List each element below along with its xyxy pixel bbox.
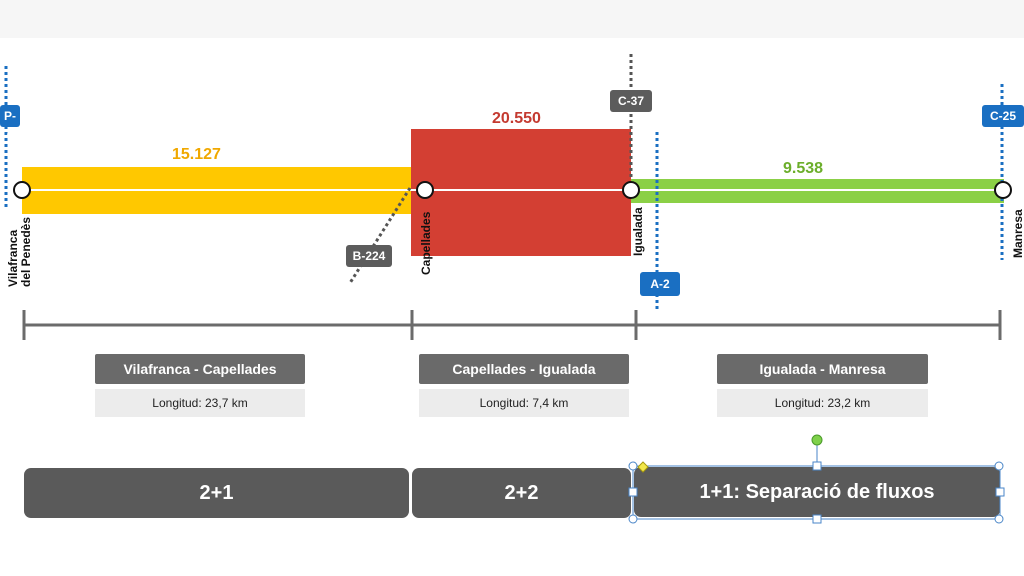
town-label-igualada: Igualada	[631, 207, 645, 256]
road-tag-a2: A-2	[640, 272, 680, 296]
traffic-value-seg2: 20.550	[492, 110, 541, 127]
road-b224-line	[348, 187, 412, 284]
traffic-value-seg1: 15.127	[172, 146, 221, 163]
segment-title-2: Capellades - Igualada	[419, 354, 629, 384]
road-tag-c25: C-25	[982, 105, 1024, 127]
segment-length-3: Longitud: 23,2 km	[717, 389, 928, 417]
road-tag-c37: C-37	[610, 90, 652, 112]
traffic-bar-red	[411, 129, 631, 256]
top-band	[0, 0, 1024, 38]
segment-length-2: Longitud: 7,4 km	[419, 389, 629, 417]
road-type-box-1[interactable]: 2+1	[24, 468, 409, 518]
node-igualada	[622, 181, 640, 199]
node-manresa	[994, 181, 1012, 199]
town-label-vilafranca: Vilafranca del Penedès	[6, 216, 33, 287]
node-vilafranca	[13, 181, 31, 199]
town-label-capellades: Capellades	[419, 211, 433, 275]
road-type-box-2[interactable]: 2+2	[412, 468, 631, 518]
town-label-manresa: Manresa	[1011, 209, 1024, 258]
town-label-vilafranca-line2: del Penedès	[19, 216, 33, 287]
traffic-value-seg3: 9.538	[783, 160, 824, 177]
segment-length-1: Longitud: 23,7 km	[95, 389, 305, 417]
road-tag-p7: P-7	[0, 105, 20, 145]
segment-title-1: Vilafranca - Capellades	[95, 354, 305, 384]
road-tag-b224: B-224	[346, 245, 392, 267]
segment-title-3: Igualada - Manresa	[717, 354, 928, 384]
road-type-box-3[interactable]: 1+1: Separació de fluxos	[634, 467, 1000, 517]
node-capellades	[416, 181, 434, 199]
